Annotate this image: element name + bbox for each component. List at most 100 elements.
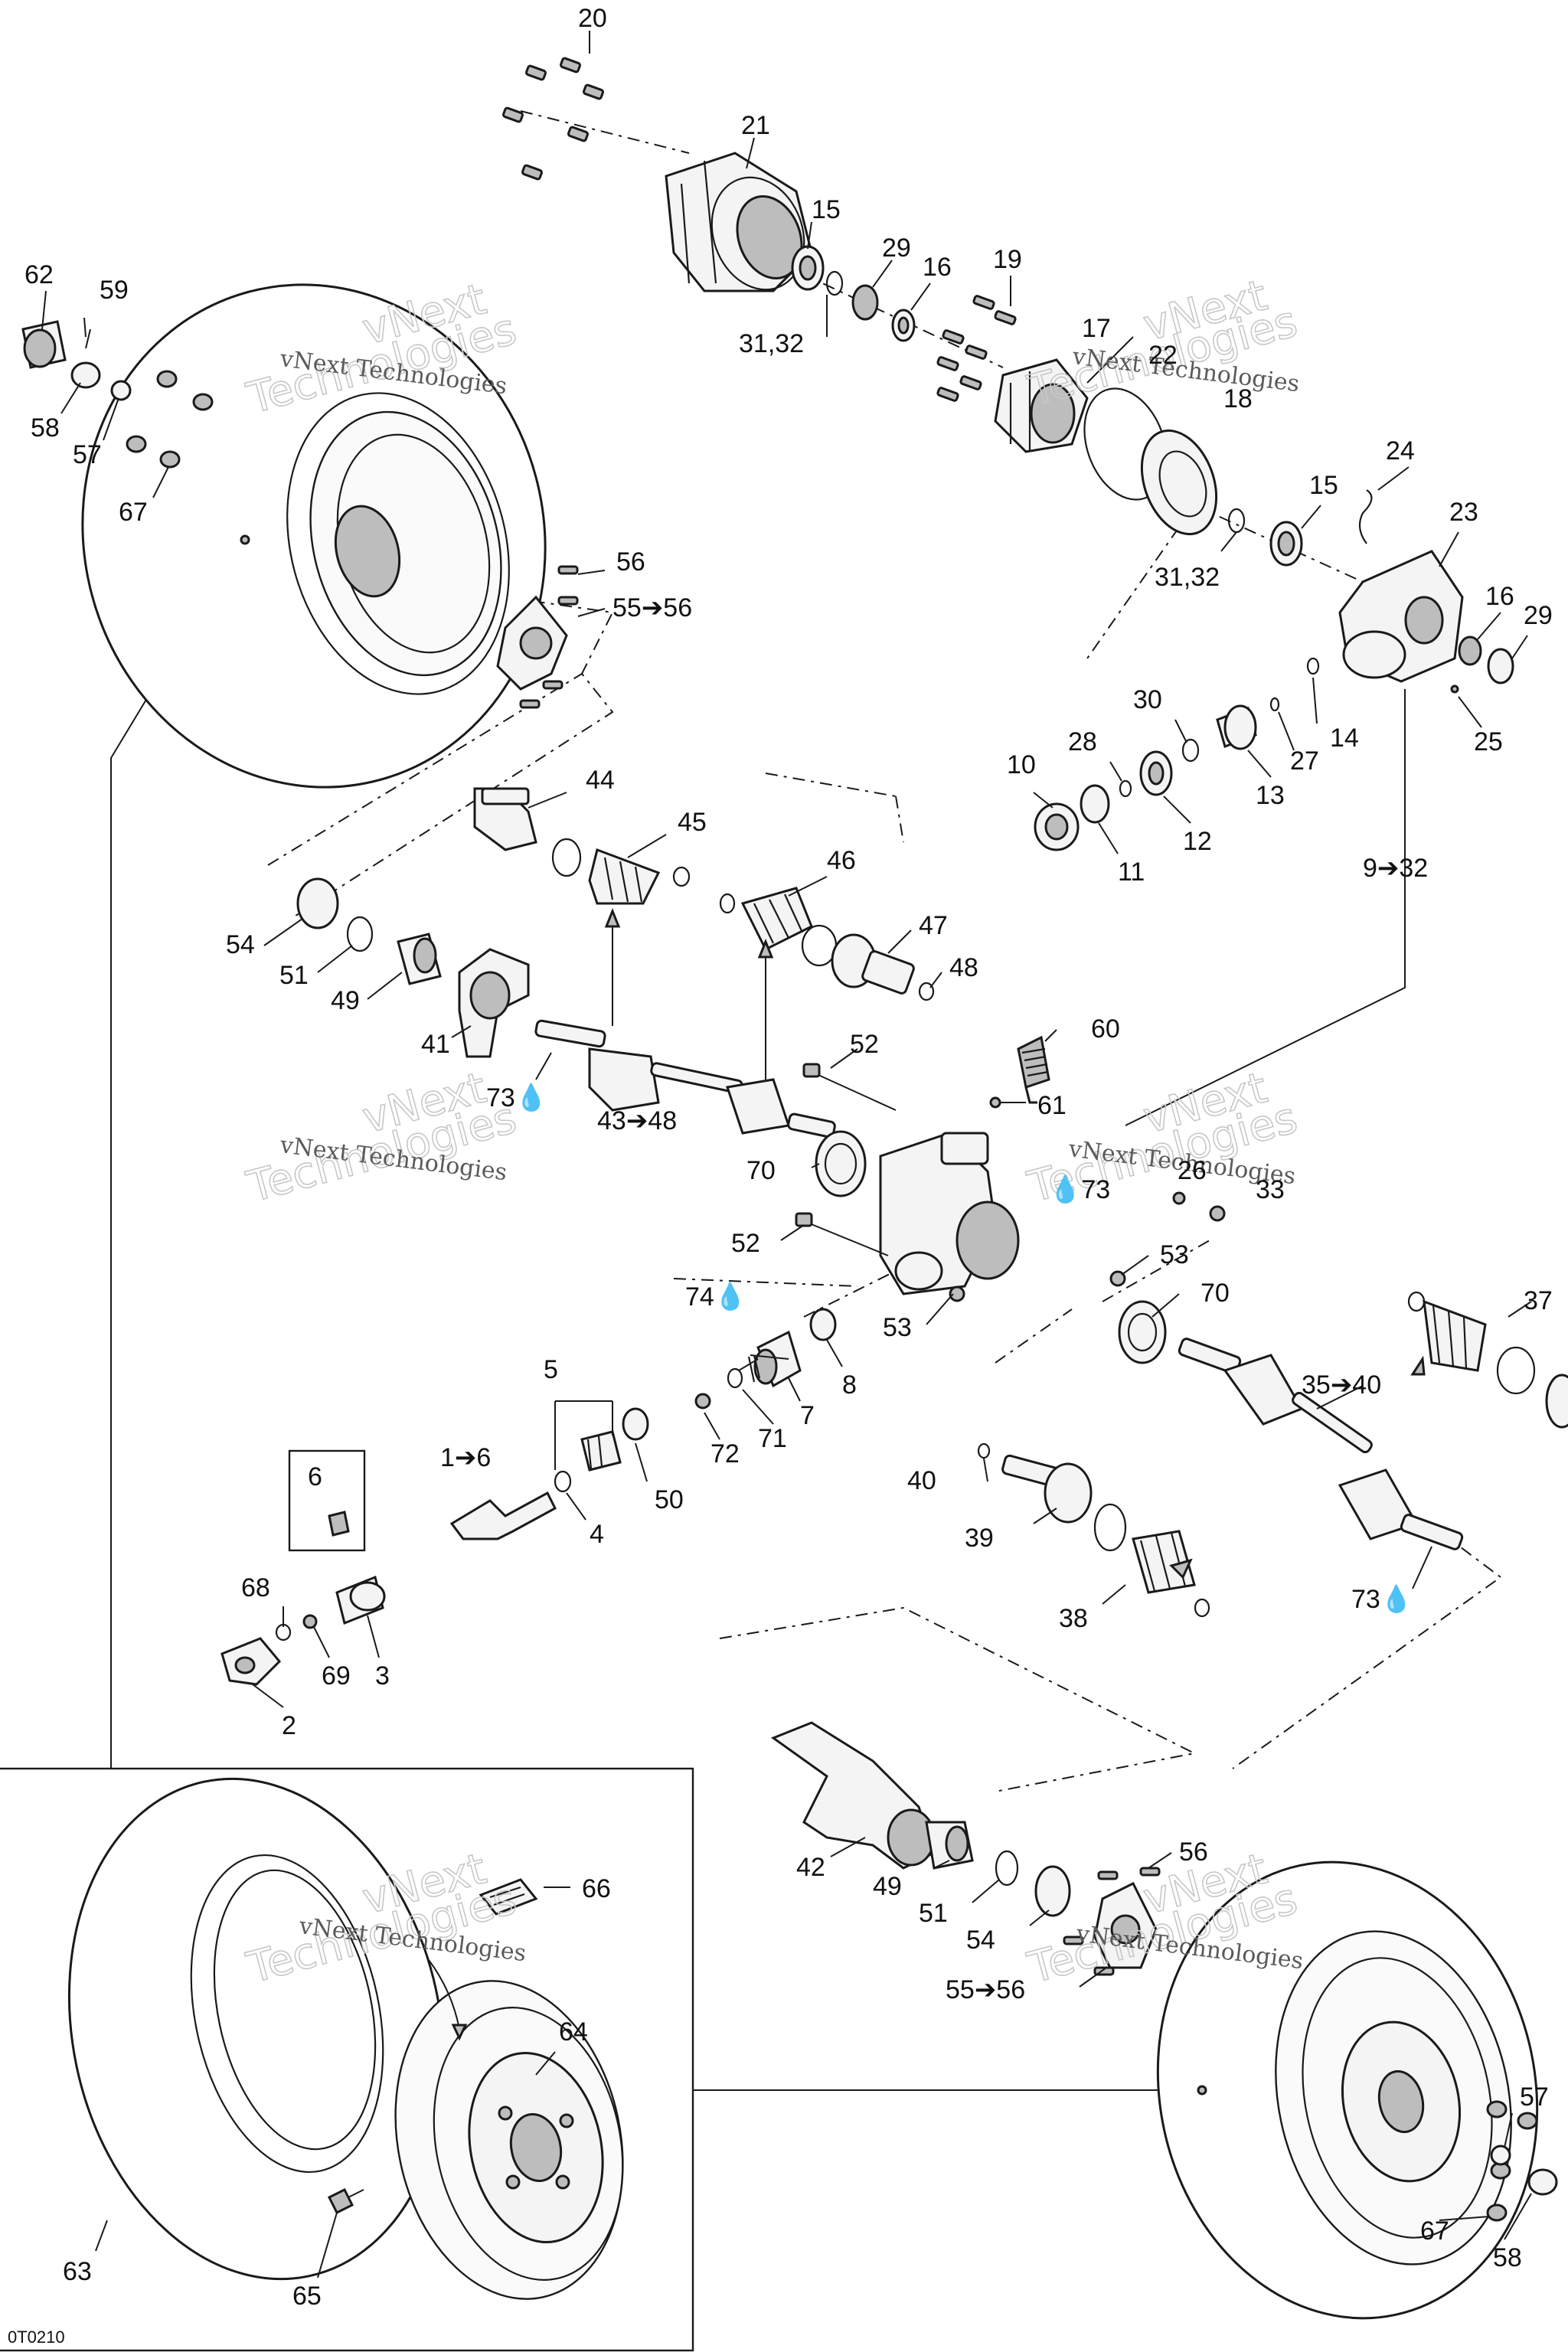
callout: 7 [800, 1401, 815, 1430]
callout: 10 [1007, 750, 1036, 779]
washer-57a [110, 380, 132, 401]
callout: 11 [1118, 858, 1145, 887]
callout-labels: 20 21 15 29 16 31,32 19 17 22 18 24 15 2… [24, 4, 1553, 2311]
callout: 28 [1068, 727, 1097, 756]
callout: 70 [1200, 1279, 1230, 1308]
tire-rim-detail-frame [0, 1767, 694, 2352]
callout: 54 [966, 1926, 995, 1955]
callout: 45 [678, 808, 707, 837]
gear-housing-21 [665, 152, 813, 292]
callout: 12 [1183, 827, 1212, 856]
boot-46 [740, 887, 813, 952]
callout: 60 [1091, 1014, 1120, 1044]
callout: 💧73 [1049, 1174, 1110, 1204]
callout: 5 [544, 1355, 558, 1384]
callout: 20 [578, 4, 607, 33]
callout: 53 [1160, 1240, 1189, 1269]
seal-70b [1118, 1300, 1167, 1364]
screw-26 [1172, 1191, 1186, 1205]
callout: 50 [655, 1485, 684, 1514]
u-joint-3 [335, 1575, 386, 1625]
callout: 57 [1520, 2082, 1549, 2112]
callout: 59 [100, 276, 129, 305]
spring-60 [1017, 1035, 1050, 1104]
callout: 53 [883, 1313, 912, 1342]
bearing-49a [397, 933, 442, 985]
callout: 71 [758, 1424, 787, 1453]
front-diff-housing [879, 1132, 1020, 1295]
clamp-46a [719, 893, 736, 914]
valve-stem-65 [327, 2187, 364, 2215]
shim-31-32a [825, 270, 844, 296]
seal-18 [1140, 429, 1218, 536]
callout: 65 [292, 2282, 322, 2311]
clamp-38a [1093, 1503, 1127, 1552]
callout: 22 [1148, 341, 1178, 370]
vent-hose-24 [1358, 489, 1373, 544]
callout: 16 [923, 253, 952, 282]
plug-33 [1209, 1205, 1226, 1222]
callout: 73💧 [486, 1083, 547, 1112]
pinion-13 [1216, 704, 1257, 750]
bolt-52a [802, 1063, 897, 1111]
shim-30 [1181, 738, 1200, 763]
callout: 42 [796, 1853, 825, 1882]
callout: 43➔48 [597, 1106, 677, 1135]
callout: 52 [850, 1030, 879, 1059]
stud-56a [557, 565, 579, 575]
nut-58a [70, 361, 101, 389]
callout: 67 [1420, 2216, 1449, 2246]
callout: 29 [882, 234, 911, 263]
callout: 18 [1223, 384, 1253, 413]
ring-28 [1119, 779, 1132, 798]
nut-58b [1527, 2168, 1558, 2196]
clamp-37a [1407, 1291, 1426, 1312]
callout: 1➔6 [440, 1443, 491, 1472]
callout: 25 [1474, 727, 1503, 756]
clip-27 [1269, 697, 1280, 712]
callout: 58 [1493, 2243, 1522, 2272]
yoke-2 [220, 1637, 282, 1686]
callout: 46 [827, 846, 856, 875]
diagram-code: 0T0210 [8, 2328, 65, 2347]
nut-72 [694, 1393, 711, 1410]
wheel-bottom-right [1156, 1860, 1539, 2320]
callout: 30 [1133, 685, 1162, 714]
callout: 24 [1386, 436, 1415, 466]
callout: 74💧 [685, 1282, 746, 1312]
callout: 27 [1290, 746, 1319, 776]
boot-37 [1423, 1299, 1487, 1372]
callout: 31,32 [739, 329, 804, 358]
callout: 26 [1178, 1156, 1207, 1185]
hub-55-56b [1093, 1881, 1158, 1969]
bolts-20 [502, 57, 604, 181]
knuckle-42 [770, 1721, 936, 1870]
bolts-19 [936, 295, 1017, 402]
clamp-46b [801, 924, 838, 967]
kit-box-6 [288, 1449, 366, 1552]
callout: 62 [24, 260, 54, 289]
callout: 9➔32 [1363, 854, 1428, 883]
drive-shaft-1 [449, 1491, 557, 1540]
callout: 38 [1059, 1604, 1088, 1633]
callout: 41 [421, 1030, 450, 1059]
tripod-housing-47 [831, 933, 915, 995]
clamp-38b [1194, 1598, 1210, 1618]
callout: 29 [1524, 601, 1553, 630]
callout: 6 [308, 1462, 322, 1491]
callout: 19 [993, 245, 1022, 274]
callout: 15 [1309, 471, 1338, 500]
callout: 72 [710, 1439, 740, 1468]
callout: 23 [1449, 498, 1478, 527]
callout: 55➔56 [946, 1975, 1025, 2004]
seal-29b [1487, 648, 1514, 684]
coupler-7 [747, 1330, 802, 1388]
callout: 51 [919, 1899, 948, 1928]
ring-51a [346, 916, 374, 952]
callout: 66 [582, 1874, 611, 1903]
callout: 39 [965, 1524, 994, 1553]
washer-71 [727, 1367, 743, 1389]
hub-cap-62 [21, 320, 67, 369]
seal-54a [296, 877, 339, 929]
